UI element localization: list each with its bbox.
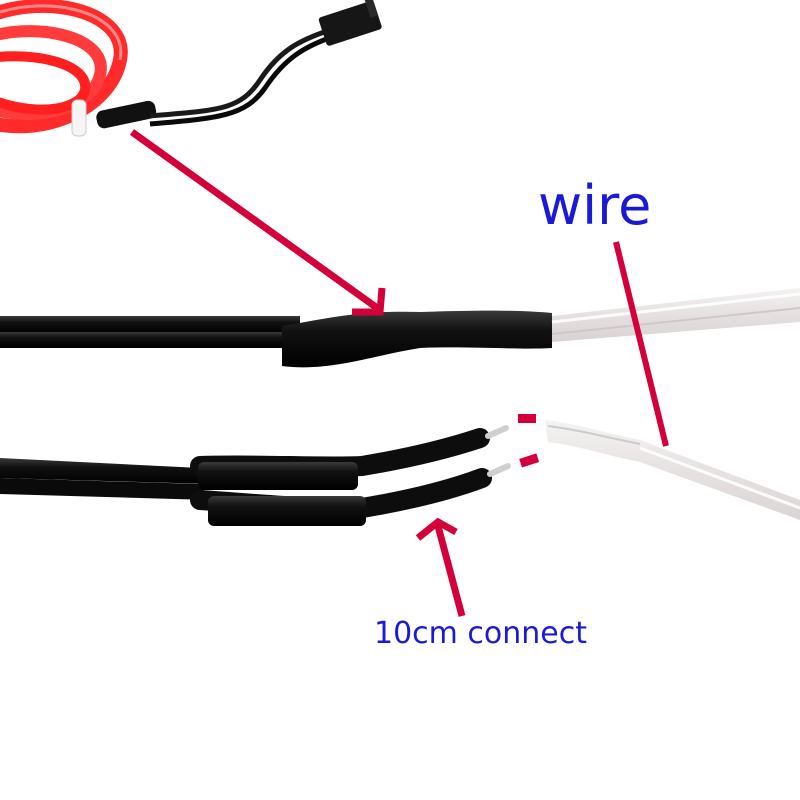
arrow-icon	[129, 129, 386, 316]
wire-pointer-line	[613, 241, 669, 447]
connector-lead	[96, 0, 382, 129]
connect-mark-top	[518, 414, 536, 423]
wire-tie	[71, 99, 87, 137]
assembled-cable	[0, 288, 800, 368]
connect-arrow-icon	[415, 517, 466, 617]
el-wire-coil	[0, 0, 128, 137]
jst-connector-icon	[318, 0, 382, 46]
split-cable	[0, 425, 511, 526]
connect-mark-bottom	[519, 453, 540, 468]
wire-label: wire	[538, 174, 652, 237]
connect-label: 10cm connect	[374, 616, 588, 651]
clear-wire-split	[545, 420, 800, 520]
